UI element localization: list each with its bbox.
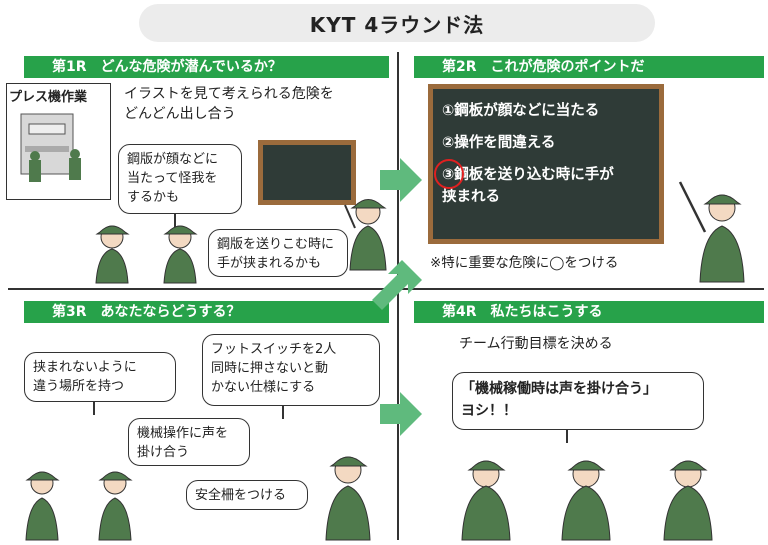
- round2-header: 第2R これが危険のポイントだ: [414, 56, 764, 78]
- worker-icon: [663, 460, 713, 541]
- round4-instruction: チーム行動目標を決める: [459, 336, 613, 352]
- teacher-worker-icon: [678, 181, 745, 283]
- worker-icon: [344, 199, 387, 271]
- worker-icon: [98, 471, 133, 541]
- vertical-divider: [397, 52, 399, 540]
- press-work-label: プレス機作業: [9, 90, 88, 105]
- team-goal-bubble: 「機械稼働時は声を掛け合う」 ヨシ！！: [452, 372, 704, 443]
- round1-bubble-face: 鋼版が顔などに 当たって怪我を するかも: [118, 144, 242, 227]
- round3-bubble-callout: 機械操作に声を 掛け合う: [128, 418, 250, 466]
- page-title: KYT 4ラウンド法: [139, 4, 655, 42]
- press-illustration: [6, 83, 111, 200]
- press-machine-icon: [20, 113, 81, 182]
- round2-note: ※特に重要な危険に◯をつける: [430, 255, 619, 271]
- worker-icon: [25, 471, 60, 541]
- arrow-down-left-icon: [372, 260, 422, 310]
- worker-icon: [325, 456, 371, 541]
- worker-icon: [561, 460, 611, 541]
- round4-header: 第4R 私たちはこうする: [414, 301, 764, 323]
- worker-icon: [461, 460, 511, 541]
- round2-blackboard: [428, 84, 664, 244]
- risk-item-1: ①鋼板が顔などに当たる: [442, 103, 600, 119]
- round1-bubble-hand: 鋼版を送りこむ時に 手が挟まれるかも: [208, 229, 348, 277]
- worker-icon: [163, 225, 198, 284]
- round3-bubble-fence: 安全柵をつける: [186, 480, 308, 510]
- arrow-right-icon: [380, 158, 422, 202]
- round3-header: 第3R あなたならどうする？: [24, 301, 389, 323]
- risk-item-3: ③鋼板を送り込む時に手が 挟まれる: [442, 167, 614, 205]
- round1-header: 第1R どんな危険が潜んでいるか？: [24, 56, 389, 78]
- worker-icon: [95, 225, 130, 284]
- highlight-circle-icon: [434, 159, 464, 189]
- risk-item-2: ②操作を間違える: [442, 135, 556, 151]
- round1-instruction: イラストを見て考えられる危険を どんどん出し合う: [124, 86, 334, 122]
- round3-bubble-grip: 挟まれないように 違う場所を持つ: [24, 352, 176, 415]
- round1-blackboard: [258, 140, 356, 205]
- round3-bubble-footswitch: フットスイッチを2人 同時に押さないと動 かない仕様にする: [202, 334, 380, 419]
- arrow-right-icon: [380, 392, 422, 436]
